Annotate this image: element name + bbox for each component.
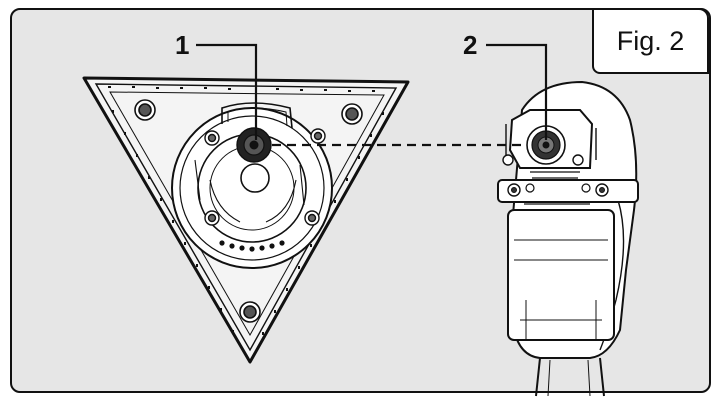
- pad-vent-holes: [219, 240, 285, 252]
- callout-number-1: 1: [175, 30, 190, 60]
- spindle-part-2: [526, 125, 566, 165]
- sander-body: [497, 80, 639, 397]
- figure-label: Fig. 2: [592, 8, 709, 74]
- pad-coupling-part-1: [236, 127, 272, 163]
- corner-screw: [134, 99, 363, 323]
- callout-number-2: 2: [463, 30, 478, 60]
- sanding-pad: [82, 76, 410, 364]
- callout-leaders: [196, 43, 548, 140]
